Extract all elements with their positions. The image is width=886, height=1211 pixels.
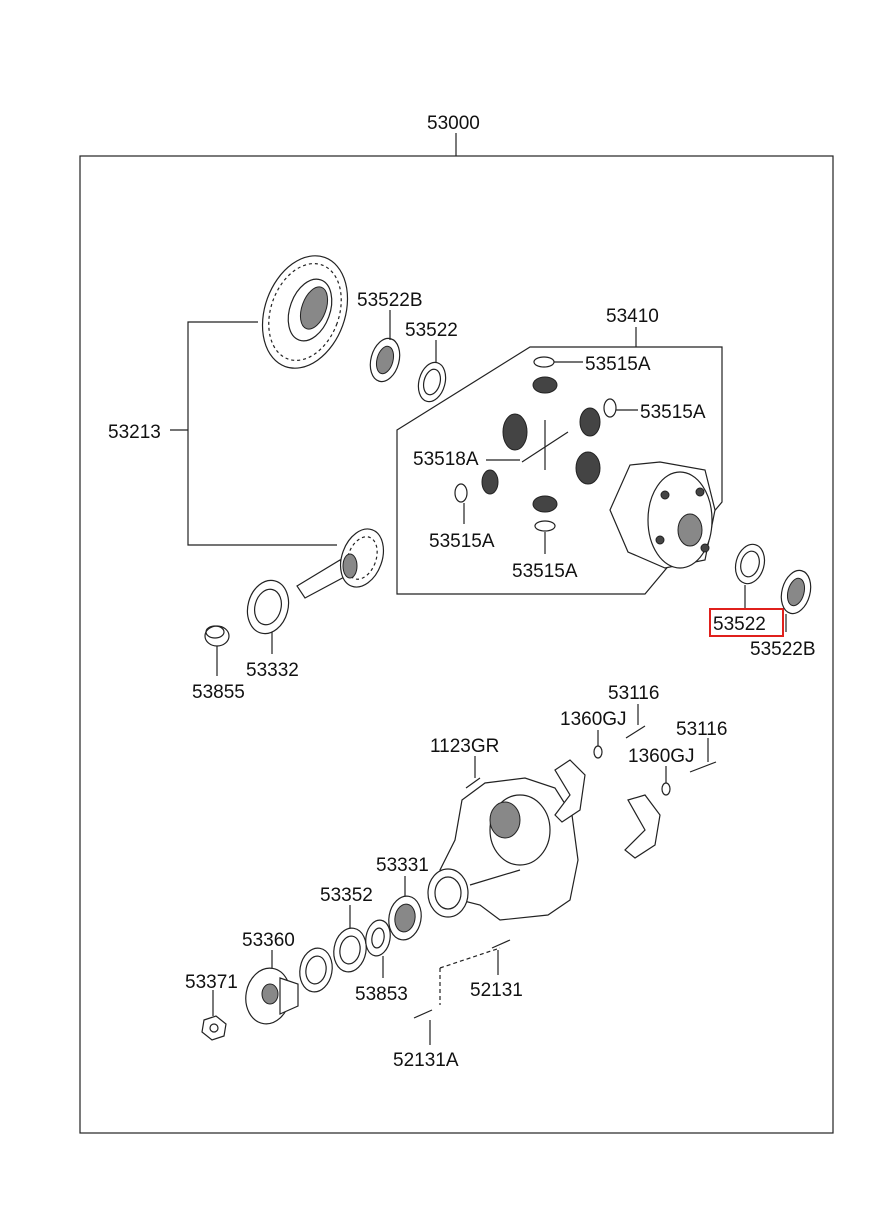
label-1360gj-2[interactable]: 1360GJ bbox=[628, 746, 695, 767]
differential-case[interactable] bbox=[609, 461, 716, 569]
label-52131[interactable]: 52131 bbox=[470, 980, 523, 1001]
side-gear-bottom[interactable] bbox=[532, 495, 558, 513]
stud-52131a[interactable] bbox=[413, 1009, 433, 1019]
label-53116-2[interactable]: 53116 bbox=[676, 719, 727, 740]
label-53522b-right[interactable]: 53522B bbox=[750, 639, 816, 660]
pinion-gear-right[interactable] bbox=[579, 407, 601, 437]
bolt-53116-1[interactable] bbox=[625, 725, 646, 739]
washer-bottom[interactable] bbox=[534, 520, 556, 532]
washer-left[interactable] bbox=[454, 483, 468, 503]
label-53515a-4[interactable]: 53515A bbox=[512, 561, 578, 582]
bearing-53352[interactable] bbox=[330, 926, 369, 975]
bearing-53522-right[interactable] bbox=[731, 541, 768, 587]
washer-top[interactable] bbox=[533, 356, 555, 368]
label-1360gj-1[interactable]: 1360GJ bbox=[560, 709, 627, 730]
bearing-cap-left[interactable] bbox=[554, 759, 586, 823]
spacer-53855[interactable] bbox=[204, 625, 230, 647]
label-53522b-top[interactable]: 53522B bbox=[357, 290, 423, 311]
bearing-53522-top[interactable] bbox=[414, 359, 449, 404]
side-gear-top[interactable] bbox=[532, 376, 558, 394]
label-53515a-3[interactable]: 53515A bbox=[429, 531, 495, 552]
label-53518a[interactable]: 53518A bbox=[413, 449, 479, 470]
carrier-housing[interactable] bbox=[427, 777, 579, 921]
bearing-53332[interactable] bbox=[242, 576, 295, 639]
label-53853[interactable]: 53853 bbox=[355, 984, 408, 1005]
pinion-gear-small[interactable] bbox=[481, 469, 499, 495]
bearing-53522b-top[interactable] bbox=[366, 335, 404, 385]
pinion-gear[interactable] bbox=[296, 523, 391, 599]
label-53515a-1[interactable]: 53515A bbox=[585, 354, 651, 375]
label-53515a-2[interactable]: 53515A bbox=[640, 402, 706, 423]
label-53522-right[interactable]: 53522 bbox=[713, 614, 766, 635]
label-53352[interactable]: 53352 bbox=[320, 885, 373, 906]
washer-1360gj-1[interactable] bbox=[593, 745, 603, 759]
ring-gear[interactable] bbox=[248, 244, 363, 380]
label-53213[interactable]: 53213 bbox=[108, 422, 161, 443]
label-53522-top[interactable]: 53522 bbox=[405, 320, 458, 341]
washer-right[interactable] bbox=[603, 398, 617, 418]
label-53116-1[interactable]: 53116 bbox=[608, 683, 659, 704]
bearing-53522b-right[interactable] bbox=[777, 567, 815, 617]
highlight-box-53522 bbox=[709, 608, 784, 637]
label-53331[interactable]: 53331 bbox=[376, 855, 429, 876]
case-assembly-frame bbox=[396, 346, 723, 595]
bolt-1123gr[interactable] bbox=[465, 777, 481, 789]
washer-1360gj-2[interactable] bbox=[661, 782, 671, 796]
bearing-cap-right[interactable] bbox=[624, 794, 661, 859]
label-53000[interactable]: 53000 bbox=[427, 113, 480, 134]
label-53360[interactable]: 53360 bbox=[242, 930, 295, 951]
stud-52131[interactable] bbox=[491, 939, 511, 949]
bearing-53331[interactable] bbox=[385, 894, 424, 943]
label-53855[interactable]: 53855 bbox=[192, 682, 245, 703]
companion-flange[interactable] bbox=[241, 965, 299, 1028]
seal-53360[interactable] bbox=[296, 946, 335, 995]
label-53371[interactable]: 53371 bbox=[185, 972, 238, 993]
nut-53371[interactable] bbox=[201, 1015, 227, 1041]
pinion-gear-left[interactable] bbox=[502, 413, 528, 451]
cross-shaft[interactable] bbox=[521, 420, 569, 470]
side-gear-right[interactable] bbox=[575, 451, 601, 485]
washer-53853[interactable] bbox=[363, 918, 393, 958]
label-53410[interactable]: 53410 bbox=[606, 306, 659, 327]
label-1123gr[interactable]: 1123GR bbox=[430, 736, 499, 757]
bolt-53116-2[interactable] bbox=[689, 761, 717, 773]
label-52131a[interactable]: 52131A bbox=[393, 1050, 459, 1071]
label-53332[interactable]: 53332 bbox=[246, 660, 299, 681]
